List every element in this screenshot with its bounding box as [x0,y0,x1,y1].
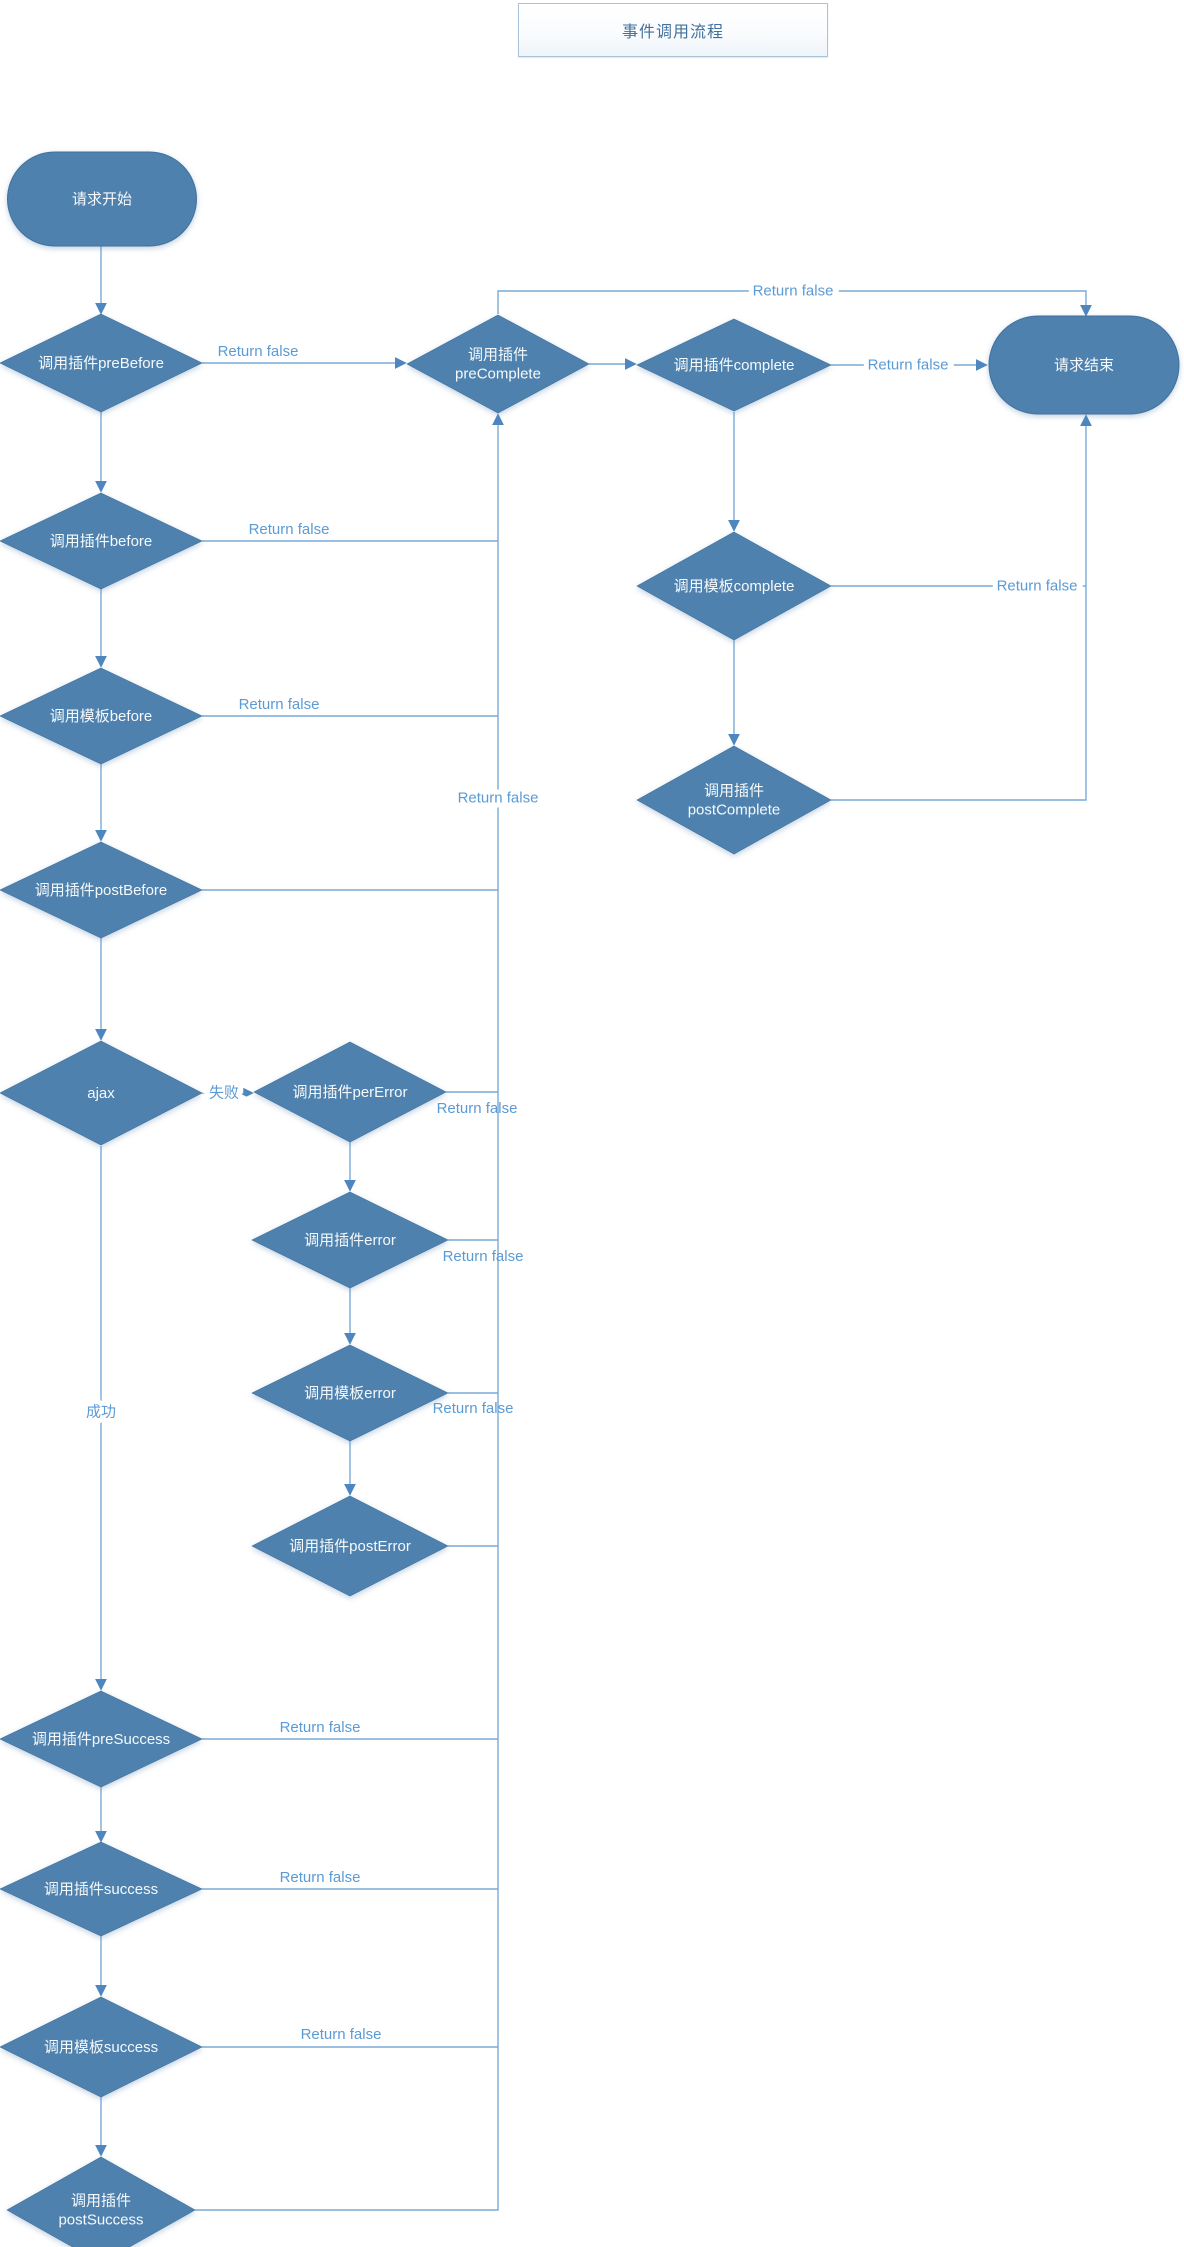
edge-label-before-to-trunk: Return false [249,521,330,538]
node-label: 调用插件before [50,533,153,550]
node-pre-success: 调用插件preSuccess [0,1690,203,1788]
edge-label-success-to-trunk: Return false [280,1869,361,1886]
edge-label-presuccess-to-trunk: Return false [280,1719,361,1736]
terminal-shape [988,315,1180,415]
edge-label-precomplete-top-to-end: Return false [753,283,834,300]
node-label: ajax [87,1085,115,1102]
node-before: 调用插件before [0,492,203,590]
edge-postsuccess-trunk-to-precomplete [195,413,504,2211]
node-post-before: 调用插件postBefore [0,841,203,939]
decision-shape [636,318,832,412]
edge-label-tplbefore-to-trunk: Return false [239,696,320,713]
decision-shape [406,314,590,414]
node-success: 调用插件success [0,1841,203,1937]
edge-label-postsuccess-trunk-to-precomplete: Return false [458,790,539,807]
decision-shape [251,1495,449,1597]
decision-shape [636,745,832,855]
diagram-title-box: 事件调用流程 [518,3,828,57]
edge-label-tplsuccess-to-trunk: Return false [301,2026,382,2043]
decision-shape [0,1996,203,2098]
node-label: 调用插件postBefore [35,882,168,899]
node-label: 请求结束 [1054,357,1114,374]
node-tpl-error: 调用模板error [251,1344,449,1442]
node-end: 请求结束 [988,315,1180,415]
edge-label-prebefore-to-precomplete: Return false [218,343,299,360]
decision-shape [0,1690,203,1788]
node-label: 调用模板before [50,707,153,725]
edge-label-tplerror-to-trunk: Return false [433,1400,514,1417]
edge-label-error-to-trunk: Return false [443,1248,524,1265]
node-pre-before: 调用插件preBefore [0,313,203,413]
decision-shape [0,1040,203,1146]
edge-postcomplete-to-end [831,414,1092,801]
diagram-title: 事件调用流程 [621,24,724,41]
edge-label-ajax-to-presuccess: 成功 [86,1404,116,1421]
node-post-error: 调用插件postError [251,1495,449,1597]
decision-shape [0,1841,203,1937]
decision-shape [251,1344,449,1442]
decision-shape [0,492,203,590]
node-complete: 调用插件complete [636,318,832,412]
decision-shape [251,1191,449,1289]
decision-shape [253,1041,447,1143]
node-label: 调用插件complete [674,357,795,374]
edge-precomplete-top-to-end [497,290,1092,317]
edge-label-tplcomplete-to-righttrunk: Return false [997,578,1078,595]
node-start: 请求开始 [7,151,197,247]
decision-shape [0,313,203,413]
node-label: 调用模板success [44,2038,158,2056]
node-error: 调用插件error [251,1191,449,1289]
terminal-shape [7,151,197,247]
edge-label-ajax-to-pererror: 失败 [209,1085,239,1102]
node-label: 请求开始 [72,191,132,208]
decision-shape [0,841,203,939]
node-tpl-complete: 调用模板complete [636,531,832,641]
edge-label-pererror-to-trunk: Return false [437,1100,518,1117]
node-per-error: 调用插件perError [253,1041,447,1143]
decision-shape [0,667,203,765]
node-label: 调用插件preSuccess [32,1731,170,1748]
node-label: 调用模板complete [674,577,795,595]
node-label: 调用插件success [44,1881,158,1898]
decision-shape [636,531,832,641]
decision-shape [6,2156,196,2247]
node-tpl-success: 调用模板success [0,1996,203,2098]
node-label: 调用插件preBefore [38,355,164,372]
node-label: 调用插件error [304,1232,396,1249]
edge-label-complete-to-end: Return false [868,357,949,374]
node-tpl-before: 调用模板before [0,667,203,765]
node-label: 调用插件perError [292,1084,407,1101]
node-label: 调用插件postError [289,1538,411,1555]
node-label: 调用模板error [304,1384,396,1402]
node-ajax: ajax [0,1040,203,1146]
